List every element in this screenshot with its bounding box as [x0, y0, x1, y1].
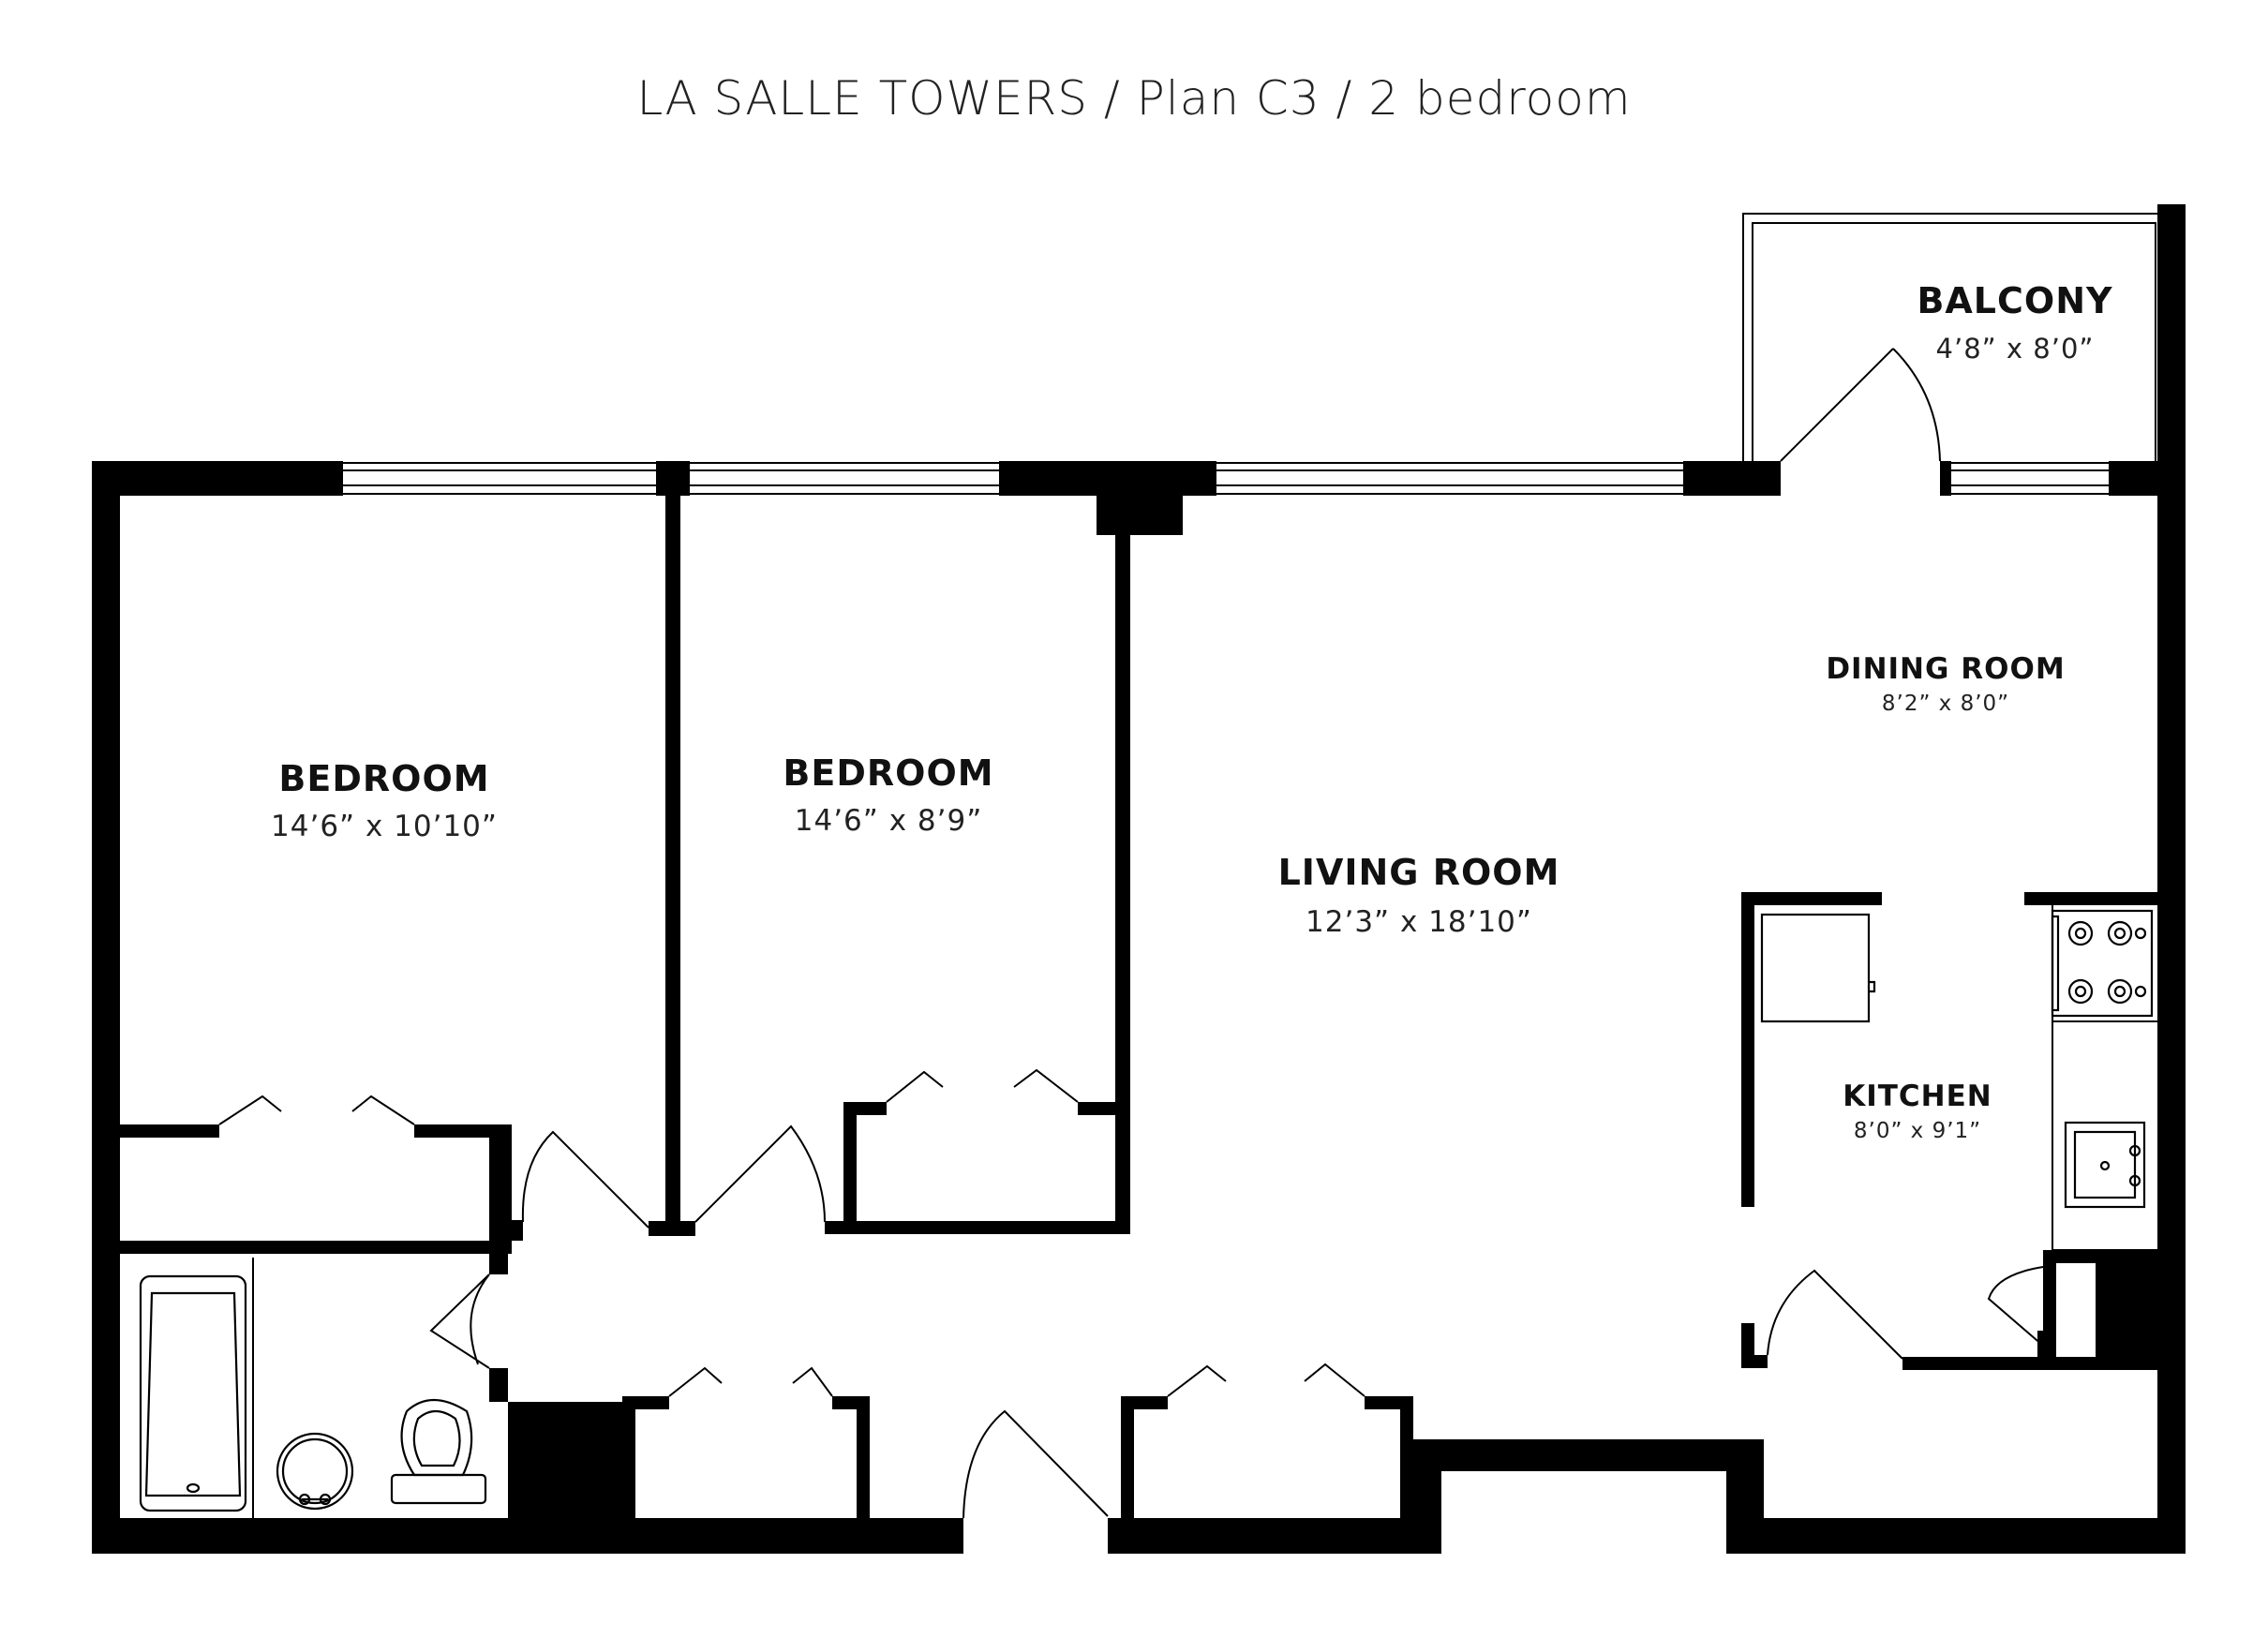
room-name: KITCHEN — [1843, 1080, 1992, 1113]
plan-title: LA SALLE TOWERS / Plan C3 / 2 bedroom — [636, 71, 1631, 126]
stove-icon — [2051, 909, 2154, 1018]
balcony-door — [1780, 348, 1941, 462]
room-dimensions: 14’6” x 10’10” — [271, 810, 498, 843]
room-name: BEDROOM — [278, 758, 489, 799]
room-dining-room: DINING ROOM 8’2” x 8’0” — [1826, 652, 2065, 716]
kitchen-sink-icon — [2064, 1121, 2146, 1209]
bathroom-sink-icon — [276, 1432, 354, 1511]
top-windows — [343, 462, 2109, 495]
room-bedroom-1: BEDROOM 14’6” x 10’10” — [271, 758, 498, 843]
room-dimensions: 8’2” x 8’0” — [1882, 692, 2009, 716]
room-name: LIVING ROOM — [1278, 852, 1560, 893]
room-living-room: LIVING ROOM 12’3” x 18’10” — [1278, 852, 1560, 939]
room-kitchen: KITCHEN 8’0” x 9’1” — [1843, 1080, 1992, 1143]
room-dimensions: 8’0” x 9’1” — [1854, 1119, 1981, 1143]
exterior-walls — [92, 204, 2186, 1554]
room-name: DINING ROOM — [1826, 652, 2065, 686]
bathtub-icon — [139, 1258, 254, 1518]
room-dimensions: 4’8” x 8’0” — [1936, 333, 2095, 365]
refrigerator-icon — [1760, 913, 1876, 1023]
toilet-icon — [390, 1399, 487, 1505]
room-bedroom-2: BEDROOM 14’6” x 8’9” — [783, 752, 993, 838]
room-dimensions: 14’6” x 8’9” — [795, 804, 983, 838]
room-dimensions: 12’3” x 18’10” — [1306, 905, 1532, 939]
room-name: BALCONY — [1917, 280, 2112, 321]
room-balcony: BALCONY 4’8” x 8’0” — [1917, 280, 2112, 365]
room-name: BEDROOM — [783, 752, 993, 794]
interior-walls — [120, 496, 2157, 1518]
doors — [218, 1068, 2044, 1519]
